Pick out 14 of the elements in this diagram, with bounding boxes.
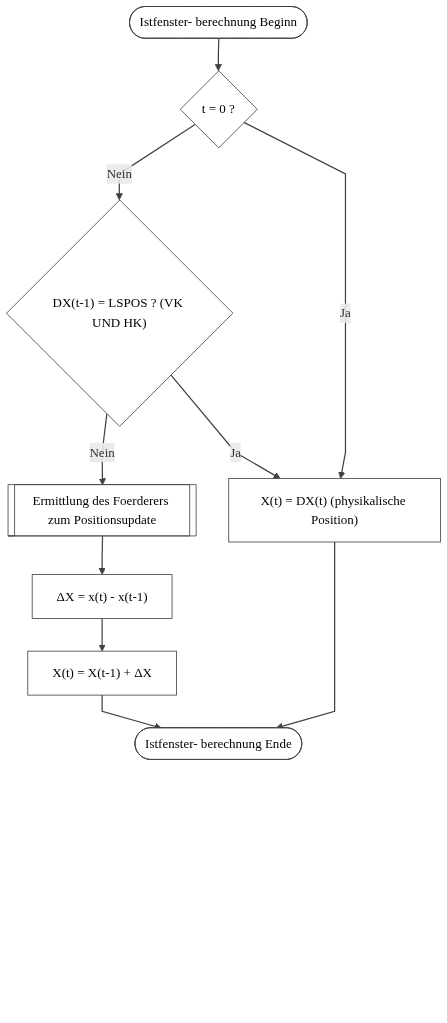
node-box: X(t) = X(t-1) + ΔX	[27, 650, 177, 696]
node-diamond: DX(t-1) = LSPOS ? (VK UND HK)	[6, 199, 234, 427]
arrow	[98, 617, 106, 652]
node-diamond: t = 0 ?	[179, 70, 258, 149]
edge-label: Nein	[106, 166, 132, 181]
node-box: ΔX = x(t) - x(t-1)	[31, 574, 173, 619]
arrow	[170, 374, 281, 479]
arrow	[214, 38, 222, 72]
node-box: X(t) = DX(t) (physikalische Position)	[228, 478, 441, 543]
edge-label: Ja	[230, 445, 241, 459]
arrow	[243, 121, 347, 479]
edge-label: Nein	[89, 445, 115, 459]
edge-label: Ja	[340, 305, 351, 320]
arrow	[98, 535, 106, 575]
